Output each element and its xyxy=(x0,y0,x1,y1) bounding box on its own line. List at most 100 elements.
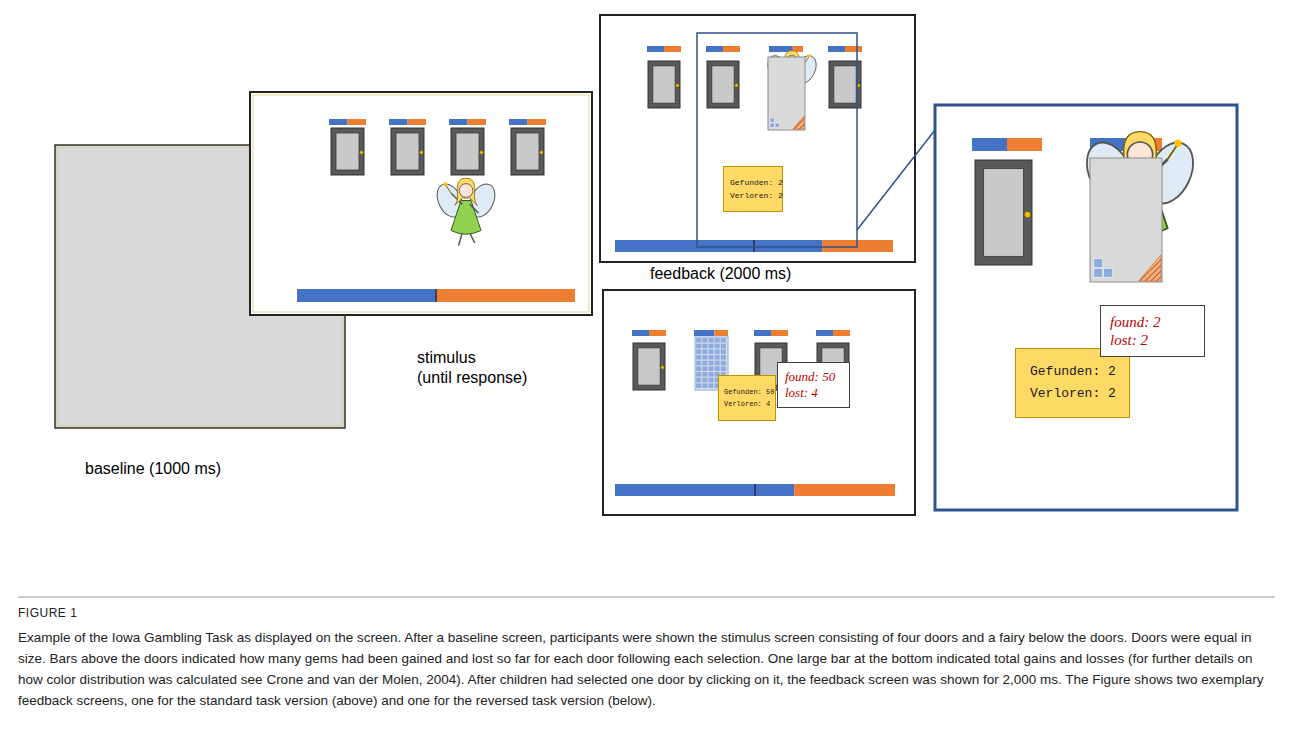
stimulus-screen: stimulus(until response) xyxy=(250,92,592,315)
gem-square xyxy=(702,366,707,371)
screen-inner-edge xyxy=(253,95,589,312)
gem-square xyxy=(696,349,701,354)
fairy-leg xyxy=(459,233,463,246)
loss-bar xyxy=(468,119,487,125)
translation-box: found: 2lost: 2 xyxy=(1100,305,1205,357)
stimulus-screen xyxy=(250,92,592,315)
bar-divider xyxy=(435,289,437,302)
door-panel xyxy=(516,133,539,170)
gain-bar xyxy=(615,240,822,252)
door-panel xyxy=(638,348,660,385)
fairy-hair xyxy=(455,178,478,206)
gem-square xyxy=(702,383,707,388)
screen-label: stimulus xyxy=(417,348,476,368)
counter-text: lost: 2 xyxy=(1110,331,1195,349)
loss-bar xyxy=(1007,138,1042,151)
fairy-leg xyxy=(470,233,475,243)
fairy-head xyxy=(459,184,473,198)
gem-square xyxy=(715,355,720,360)
fairy-dress xyxy=(451,201,481,235)
gem-square xyxy=(715,338,720,343)
caption-rule xyxy=(18,597,1275,598)
open-door xyxy=(1090,158,1162,282)
counter-text: lost: 4 xyxy=(785,385,842,401)
feedback-counter: Gefunden: 50Verloren: 4 xyxy=(718,375,776,421)
door-frame xyxy=(975,160,1032,265)
gain-bar xyxy=(389,119,408,125)
screen-label: feedback (2000 ms) xyxy=(650,264,791,284)
door-frame xyxy=(451,128,484,175)
feedback-counter: Gefunden: 2Verloren: 2 xyxy=(723,166,783,212)
gem-square xyxy=(696,361,701,366)
door-panel xyxy=(653,66,675,103)
counter-text: Gefunden: 2 xyxy=(730,176,776,189)
gem-square xyxy=(715,349,720,354)
gem-square xyxy=(696,383,701,388)
counter-text: found: 2 xyxy=(1110,313,1195,331)
gain-bar xyxy=(509,119,528,125)
door-knob xyxy=(661,366,664,369)
door-knob xyxy=(360,151,363,154)
gem-square xyxy=(696,355,701,360)
door-frame xyxy=(331,128,364,175)
zoom-leader xyxy=(857,130,935,230)
feedback-screen xyxy=(603,290,915,515)
gem-square xyxy=(708,366,713,371)
counter-text: Verloren: 4 xyxy=(724,398,770,410)
baseline-screen: baseline (1000 ms) xyxy=(55,145,345,428)
door-knob xyxy=(540,151,543,154)
loss-bar xyxy=(794,484,895,496)
loss-bar xyxy=(664,46,681,52)
gain-bar xyxy=(972,138,1007,151)
loss-bar xyxy=(714,330,728,336)
loss-bar xyxy=(649,330,666,336)
door-panel xyxy=(336,133,359,170)
gain-bar xyxy=(449,119,468,125)
gem-square xyxy=(770,123,775,128)
gain-bar xyxy=(647,46,664,52)
door-panel xyxy=(396,133,419,170)
gem-square xyxy=(715,366,720,371)
gain-bar xyxy=(694,330,714,336)
gem-square xyxy=(702,355,707,360)
figure-number: FIGURE 1 xyxy=(18,606,77,620)
gem-square xyxy=(715,361,720,366)
counter-text: found: 50 xyxy=(785,369,842,385)
gem-square xyxy=(721,361,726,366)
loss-bar xyxy=(436,289,575,302)
gem-square xyxy=(721,338,726,343)
gain-bar xyxy=(828,46,845,52)
gain-bar xyxy=(632,330,649,336)
door-knob xyxy=(480,151,483,154)
loss-bar xyxy=(833,330,850,336)
loss-bar xyxy=(723,46,740,52)
screen-label: baseline (1000 ms) xyxy=(85,459,221,479)
door-knob xyxy=(676,84,679,87)
counter-text: Gefunden: 50 xyxy=(724,386,770,398)
gem-square xyxy=(696,372,701,377)
gem-square xyxy=(1094,268,1103,277)
gem-square xyxy=(775,123,780,128)
lost-gems xyxy=(793,116,804,129)
loss-bar xyxy=(348,119,367,125)
gem-square xyxy=(708,338,713,343)
feedback-counter: Gefunden: 2Verloren: 2 xyxy=(1015,348,1130,418)
gem-square xyxy=(702,372,707,377)
wand-star xyxy=(1174,139,1181,146)
bar-divider xyxy=(753,240,755,252)
loss-bar xyxy=(845,46,862,52)
door-frame xyxy=(648,61,680,108)
door-knob xyxy=(735,84,738,87)
gem-square xyxy=(696,366,701,371)
feedback-screen: feedback (2000 ms)Gefunden: 2Verloren: 2 xyxy=(600,15,915,262)
gem-square xyxy=(721,344,726,349)
gem-square xyxy=(702,349,707,354)
door-frame xyxy=(391,128,424,175)
gem-square xyxy=(721,366,726,371)
lost-gems xyxy=(1139,255,1161,281)
gem-square xyxy=(708,372,713,377)
counter-text: Verloren: 2 xyxy=(1030,383,1115,405)
fairy-figure xyxy=(432,178,500,246)
gem-square xyxy=(708,349,713,354)
